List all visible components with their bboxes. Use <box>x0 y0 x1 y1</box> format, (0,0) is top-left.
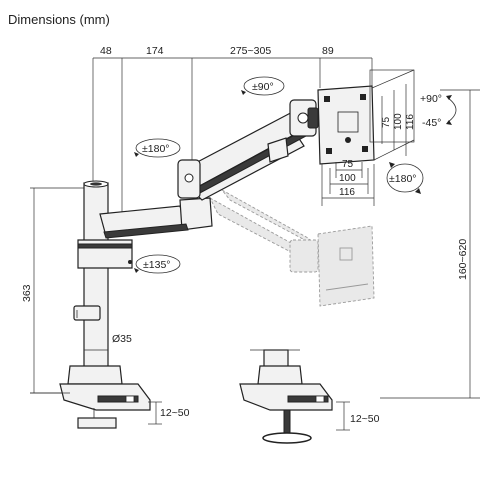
rotation-plus-minus-135: ±135° <box>143 259 170 271</box>
clamp-left-thickness: 12~50 <box>160 407 190 419</box>
clamp-right-thickness: 12~50 <box>350 413 380 425</box>
vesa-horizontal-dimensions: 75 100 116 <box>321 159 375 206</box>
left-clamp-base: 12~50 <box>30 365 190 429</box>
height-363-dimension: 363 <box>21 187 90 394</box>
dim-363: 363 <box>21 284 33 302</box>
dim-174: 174 <box>146 45 164 57</box>
vesa-100-horizontal: 100 <box>339 173 356 184</box>
dim-48: 48 <box>100 45 112 57</box>
vesa-75-vertical: 75 <box>381 116 392 128</box>
rotation-90: ±90° <box>241 76 285 96</box>
dim-275-305: 275~305 <box>230 45 271 57</box>
ghost-arm-position <box>208 189 375 307</box>
tilt-down-45: -45° <box>422 117 441 129</box>
vesa-116-vertical: 116 <box>405 114 416 130</box>
lower-arm <box>99 197 213 239</box>
dim-89: 89 <box>322 45 334 57</box>
rotation-plus-minus-180-plate: ±180° <box>389 173 416 185</box>
tilt-head <box>289 99 319 137</box>
right-grommet-base: 12~50 <box>239 349 380 444</box>
tilt-up-90: +90° <box>420 93 442 105</box>
upper-arm <box>177 107 311 201</box>
vesa-75-horizontal: 75 <box>342 159 354 170</box>
rotation-135: ±135° <box>134 254 181 274</box>
vesa-100-vertical: 100 <box>393 113 404 130</box>
vesa-vertical-dimensions: 75 100 116 <box>381 84 416 156</box>
rotation-plus-minus-90: ±90° <box>252 81 274 93</box>
dim-pole-diameter: Ø35 <box>112 333 132 345</box>
tilt-indicator: +90° -45° <box>420 93 457 129</box>
rotation-180-arm: ±180° <box>134 138 181 158</box>
rotation-180-plate: ±180° <box>386 162 424 194</box>
height-160-620-dimension: 160~620 <box>380 89 480 399</box>
rotation-plus-minus-180-arm: ±180° <box>142 143 169 155</box>
dim-160-620: 160~620 <box>457 239 469 280</box>
vesa-116-horizontal: 116 <box>339 187 355 198</box>
vesa-plate <box>317 69 415 165</box>
top-dimension-group: 48 174 275~305 89 <box>92 45 373 230</box>
diagram-title: Dimensions (mm) <box>8 12 110 27</box>
